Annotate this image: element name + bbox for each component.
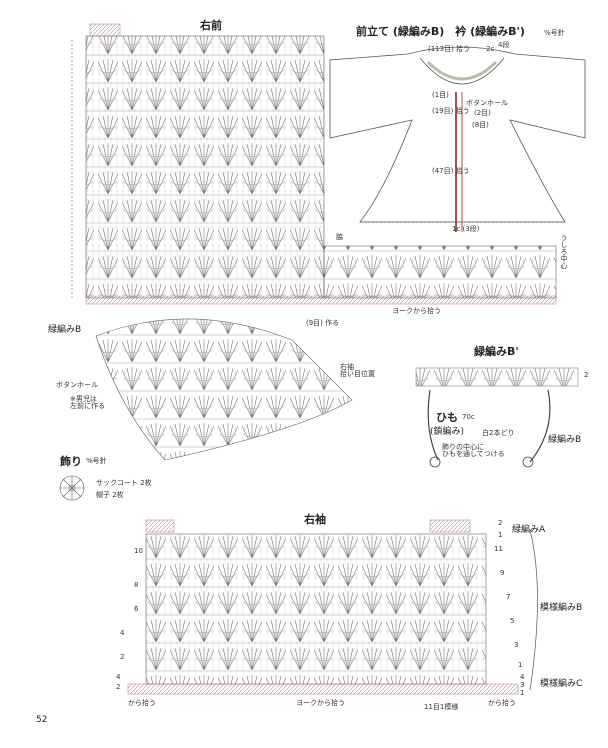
sleeve-pick-yoke: ヨークから拾う (296, 699, 345, 707)
edge-b-prime-title: 緑編みB' (474, 345, 519, 358)
sleeve-pick-left: から拾う (128, 699, 156, 707)
cord-label: ひも (436, 411, 458, 424)
sleeve-left-row-6: 4 (116, 673, 121, 681)
collar-edging-sample (415, 367, 579, 468)
eight-stitch-label: (8目) (472, 121, 489, 129)
nine-stitch-label: (9目) 作る (306, 319, 340, 327)
sleeve-position-label: 右袖 拾い目位置 (340, 363, 375, 378)
sleeve-right-row-10: 3 (520, 681, 525, 689)
sleeve-pattern-c: 模様編みC (540, 679, 583, 689)
sleeve-right-row-5: 7 (506, 593, 511, 601)
sleeve-edge-a: 緑編みA (512, 525, 546, 535)
right-front-chart (71, 23, 557, 305)
right-front-title: 右前 (200, 19, 222, 32)
cord-type: (鎖編み) (430, 427, 465, 437)
sleeve-right-row-3: 11 (494, 545, 503, 553)
overview-hook: %号針 (544, 29, 565, 37)
num-4-label: 4段 (498, 41, 510, 49)
boys-note: ※男児は 左前に作る (70, 395, 105, 410)
sleeve-right-row-4: 9 (500, 569, 505, 577)
sleeve-right-row-6: 5 (510, 617, 515, 625)
back-strip-chart (323, 245, 557, 299)
overview-buttonhole-label: ボタンホール (466, 99, 508, 107)
sleeve-right-row-1: 2 (498, 519, 503, 527)
decoration-motif (59, 475, 85, 501)
right-sleeve-chart (127, 519, 538, 695)
back-center-label: うしろ中心 (560, 234, 568, 269)
sleeve-left-row-5: 2 (120, 653, 125, 661)
sleeve-left-row-2: 8 (134, 581, 139, 589)
sleeve-pattern-repeat: 11目1模様 (424, 703, 459, 711)
sleeve-right-row-7: 3 (514, 641, 519, 649)
one-stitch-label: (1目) (432, 91, 449, 99)
pick-47-label: (47目) 拾う (432, 167, 470, 175)
pick-from-yoke-label: ヨークから拾う (392, 307, 441, 315)
sleeve-pattern-b: 模様編みB (540, 603, 583, 613)
page-number: 52 (36, 715, 48, 725)
edge-b-side-label: 緑編みB (548, 435, 582, 445)
decoration-line-1: サックコート 2枚 (96, 479, 152, 487)
pick-113-label: (113目) 拾う (428, 45, 471, 53)
buttonhole-label: ボタンホール (56, 381, 98, 389)
edge-b-label: 緑編みB (48, 325, 82, 335)
bottom-label: 1c (3段) (452, 225, 480, 233)
pick-19-label: (19目) 拾う (432, 107, 470, 115)
sleeve-pick-right: から拾う (488, 699, 516, 707)
right-sleeve-title: 右袖 (304, 513, 326, 526)
decoration-title: 飾り (60, 455, 82, 468)
decoration-line-2: 帽子 2枚 (96, 491, 124, 499)
cord-instruction: 飾りの中心に ひもを通してつける (442, 443, 505, 458)
sleeve-right-row-9: 4 (520, 673, 525, 681)
side-label: 脇 (336, 233, 343, 241)
sleeve-right-row-2: 1 (498, 531, 503, 539)
sleeve-right-row-8: 1 (518, 661, 523, 669)
cord-yarn: 白2本どり (482, 429, 515, 437)
num-2c-label: 2c (486, 45, 495, 53)
edge-b-prime-row: 2 (584, 371, 589, 379)
decoration-hook: %号針 (86, 457, 107, 465)
garment-overview-sketch (329, 46, 586, 232)
sleeve-left-row-3: 6 (134, 605, 139, 613)
yoke-fan-chart (95, 318, 353, 461)
sleeve-left-row-1: 10 (134, 547, 143, 555)
buttonhole-count-label: (2目) (474, 109, 491, 117)
sleeve-left-row-4: 4 (120, 629, 125, 637)
cord-length: 70c (462, 413, 475, 421)
overview-title: 前立て (緑編みB) 衿 (緑編みB') (356, 25, 525, 38)
sleeve-left-row-7: 2 (116, 683, 121, 691)
sleeve-right-row-11: 1 (520, 689, 525, 697)
